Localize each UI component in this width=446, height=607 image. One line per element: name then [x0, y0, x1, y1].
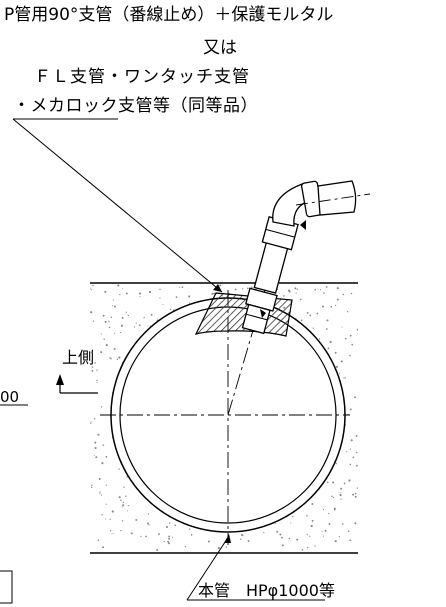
main-pipe-leader — [186, 535, 230, 601]
wire-tie-marker — [300, 220, 306, 230]
branch-pipe-title: P管用90°支管（番線止め）＋保護モルタル — [4, 5, 334, 25]
upper-side-arrowhead — [56, 374, 64, 385]
main-pipe-arrowhead — [224, 534, 231, 543]
outlet-pipe — [317, 180, 357, 216]
left-dimension-fragment: 00 — [0, 388, 20, 406]
main-pipe-label: 本管 HPφ1000等 — [198, 581, 335, 600]
leader-arrowhead — [213, 284, 222, 292]
outlet-pipe-axis — [295, 193, 371, 206]
bottom-left-frame — [0, 570, 13, 604]
upper-side-label: 上側 — [62, 348, 95, 367]
leader-line-title-diagonal — [12, 118, 223, 293]
fl-branch-text: ＦＬ支管・ワンタッチ支管 — [34, 67, 250, 87]
or-text: 又は — [203, 38, 237, 58]
wire-tie-marker-lower — [260, 309, 266, 318]
mecha-lock-text: ・メカロック支管等（同等品） — [13, 96, 258, 116]
